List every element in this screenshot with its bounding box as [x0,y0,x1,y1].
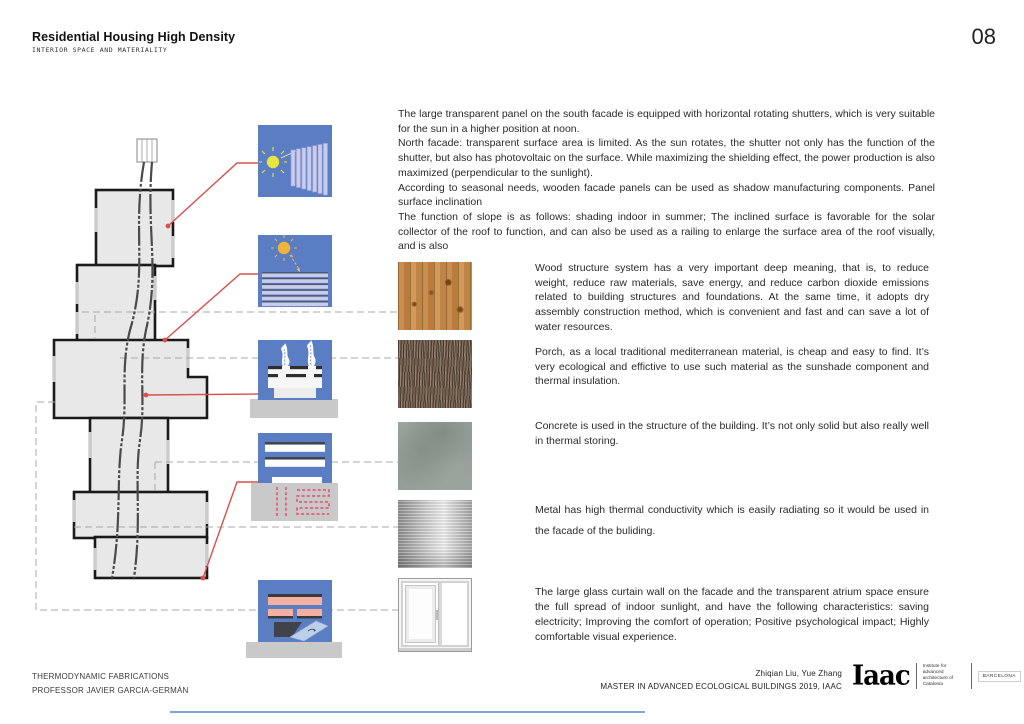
heating-pipes [276,487,330,518]
thermal-chimney-porch-diagram [258,340,332,400]
slab-layers [268,366,322,378]
glass-description: The large glass curtain wall on the faca… [535,586,929,643]
glass-pane [289,620,329,642]
student-names: Zhiqian Liu, Yue Zhang [755,669,842,678]
red-leader-dots [143,223,206,581]
wood-description: Wood structure system has a very importa… [535,262,929,333]
horizontal-louvers-sun-diagram [258,235,332,307]
curtain-wall-ground [246,642,342,658]
plan-window-gaps [52,200,209,570]
plan-core-hatch [136,138,158,163]
bottom-accent-line [170,711,645,713]
glass-curtain-wall-diagram [258,580,332,642]
sun-icon [259,147,287,177]
plan-circulation-path [110,161,154,579]
page-number: 08 [971,24,996,49]
awning-slabs [268,594,322,619]
professor-name: PROFESSOR JAVIER GARCIA-GERMÁN [32,686,189,695]
intro-paragraph: North facade: transparent surface area i… [398,137,935,179]
page-subtitle: INTERIOR SPACE AND MATERIALITY [32,46,168,54]
window-frame [401,581,469,647]
header: Residential Housing High Density INTERIO… [32,30,235,54]
institute-name: Institute for advanced architecture of C… [922,663,954,688]
window-handle-icon [436,610,440,621]
program-name: MASTER IN ADVANCED ECOLOGICAL BUILDINGS … [600,682,842,691]
intro-paragraph: The large transparent panel on the south… [398,108,935,135]
sun-arrow-icon [289,254,300,270]
brushed-metal-photo [398,500,472,568]
metal-description: Metal has high thermal conductivity whic… [535,504,929,537]
wood-planks-photo [398,262,472,330]
shadow-wedge [274,622,302,637]
logo-city-label: BARCELONA [977,670,1021,682]
sliding-window-photo [398,578,472,652]
radiant-floor-ground [251,483,338,521]
vertical-slats [290,143,328,196]
rising-heat-flames [281,340,316,368]
logo-divider [915,663,917,689]
course-title: THERMODYNAMIC FABRICATIONS [32,672,170,681]
window-sill [399,648,471,651]
concrete-description: Concrete is used in the structure of the… [535,420,929,447]
vertical-rotating-shutters-diagram [258,125,332,197]
straw-fiber-photo [398,340,472,408]
intro-paragraph: According to seasonal needs, wooden faca… [398,181,935,209]
floor-slabs [265,442,325,467]
plan-rooms [52,188,209,580]
window-left-sash [404,585,437,643]
red-leader-lines [145,162,259,579]
footer-course-block: THERMODYNAMIC FABRICATIONS PROFESSOR JAV… [32,670,189,698]
horizontal-louvers [262,272,328,307]
iaac-wordmark: Iaac [852,660,911,692]
footer-credits-block: Zhiqian Liu, Yue Zhang MASTER IN ADVANCE… [600,667,842,693]
sun-icon [271,235,297,261]
ground-strip [250,399,338,418]
porch-description: Porch, as a local traditional mediterran… [535,346,929,388]
logo-divider [970,663,972,689]
page-title: Residential Housing High Density [32,30,236,44]
intro-text: The large transparent panel on the south… [398,107,935,254]
airflow-arrows [283,344,312,366]
radiant-slab-pipes-diagram [258,433,332,483]
iaac-logo: Iaac Institute for advanced architecture… [852,660,1021,692]
concrete-photo [398,422,472,490]
intro-paragraph: The function of slope is as follows: sha… [398,210,935,253]
